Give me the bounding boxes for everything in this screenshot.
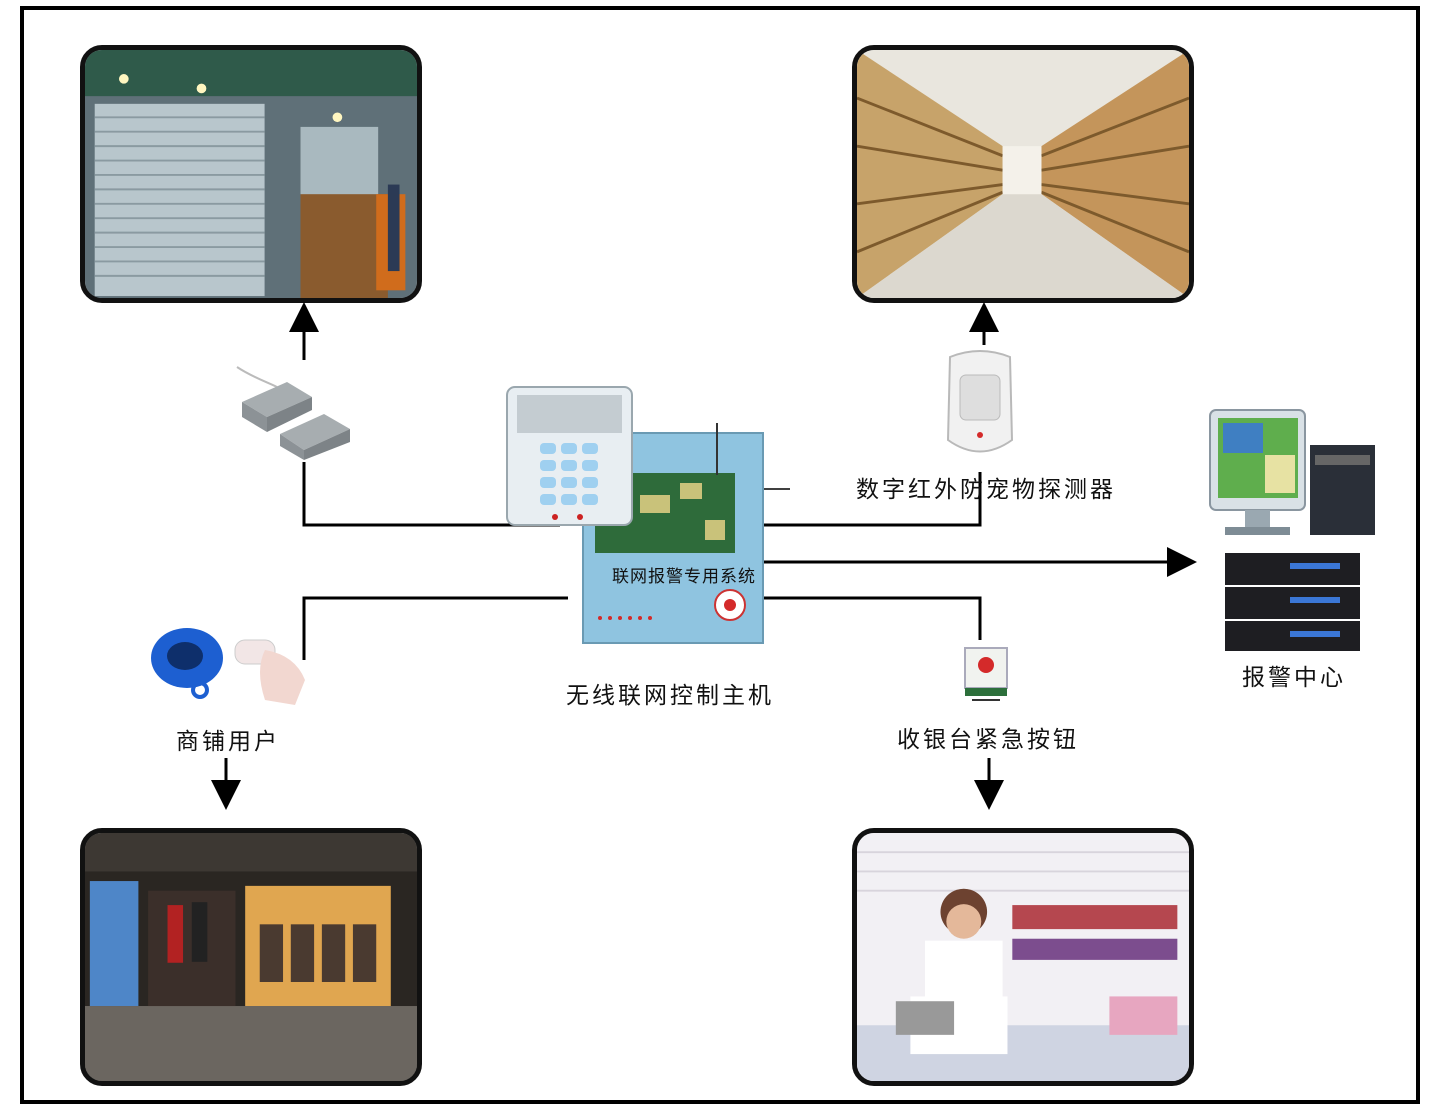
magnetic-contact-icon [232, 362, 357, 462]
control-host-label: 无线联网控制主机 [566, 683, 774, 709]
panic-button-icon [962, 645, 1010, 703]
control-host-unit [505, 385, 770, 650]
shop-user-label: 商铺用户 [176, 729, 280, 755]
key-fob-icon [145, 620, 310, 710]
pir-detector-label: 数字红外防宠物探测器 [856, 477, 1116, 503]
pir-detector-icon [940, 345, 1020, 463]
storefront-shutter-photo [80, 45, 422, 303]
server-rack-icon [1225, 553, 1360, 651]
alarm-center-label: 报警中心 [1242, 665, 1346, 691]
clothing-store-photo [80, 828, 422, 1086]
alarm-center-equipment [1205, 405, 1380, 655]
cashier-counter-photo [852, 828, 1194, 1086]
panic-button-label: 收银台紧急按钮 [897, 727, 1079, 753]
monitor-icon [1209, 409, 1306, 535]
supermarket-aisle-photo [852, 45, 1194, 303]
panel-caption: 联网报警专用系统 [612, 567, 756, 587]
